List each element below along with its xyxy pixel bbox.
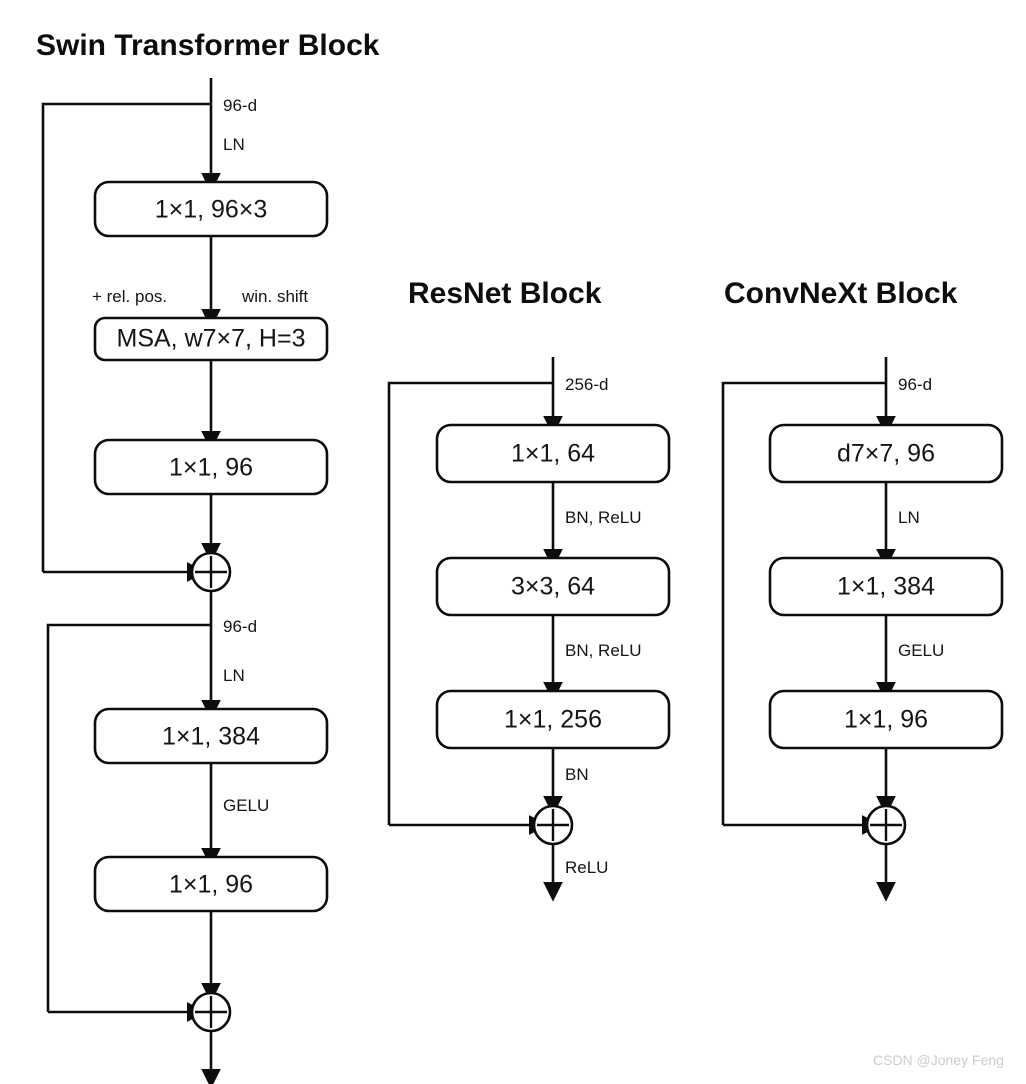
swin-input-dim-label: 96-d (223, 96, 257, 115)
swin-gelu-label: GELU (223, 796, 269, 815)
resnet-bn-relu-label-1: BN, ReLU (565, 508, 642, 527)
resnet-bn-relu-label-2: BN, ReLU (565, 641, 642, 660)
resnet-box-3-label: 1×1, 256 (504, 706, 602, 734)
resnet-input-dim-label: 256-d (565, 375, 608, 394)
swin-mid-dim-label: 96-d (223, 617, 257, 636)
convnext-input-dim-label: 96-d (898, 375, 932, 394)
swin-residual-path-2 (46, 623, 211, 1012)
swin-residual-path-1 (41, 102, 211, 572)
swin-box-1-label: 1×1, 96×3 (155, 196, 268, 224)
resnet-box-1-label: 1×1, 64 (511, 440, 595, 468)
swin-ln-label-2: LN (223, 666, 245, 685)
resnet-relu-out-label: ReLU (565, 858, 608, 877)
swin-box-5-label: 1×1, 96 (169, 871, 253, 899)
convnext-ln-label: LN (898, 508, 920, 527)
convnext-box-1-label: d7×7, 96 (837, 440, 935, 468)
swin-box-2-label: MSA, w7×7, H=3 (117, 325, 306, 353)
resnet-box-2-label: 3×3, 64 (511, 573, 595, 601)
swin-rel-pos-label: + rel. pos. (92, 287, 167, 306)
swin-box-3-label: 1×1, 96 (169, 454, 253, 482)
swin-ln-label-1: LN (223, 135, 245, 154)
swin-win-shift-label: win. shift (241, 287, 308, 306)
swin-block-title: Swin Transformer Block (36, 29, 380, 62)
swin-box-4-label: 1×1, 384 (162, 723, 260, 751)
resnet-residual-path (387, 381, 553, 825)
resnet-bn-label: BN (565, 765, 589, 784)
resnet-block-title: ResNet Block (408, 277, 602, 310)
watermark-text: CSDN @Joney Feng (873, 1052, 1004, 1068)
convnext-gelu-label: GELU (898, 641, 944, 660)
convnext-residual-path (721, 381, 886, 825)
convnext-block-title: ConvNeXt Block (724, 277, 958, 310)
convnext-box-2-label: 1×1, 384 (837, 573, 935, 601)
convnext-box-3-label: 1×1, 96 (844, 706, 928, 734)
